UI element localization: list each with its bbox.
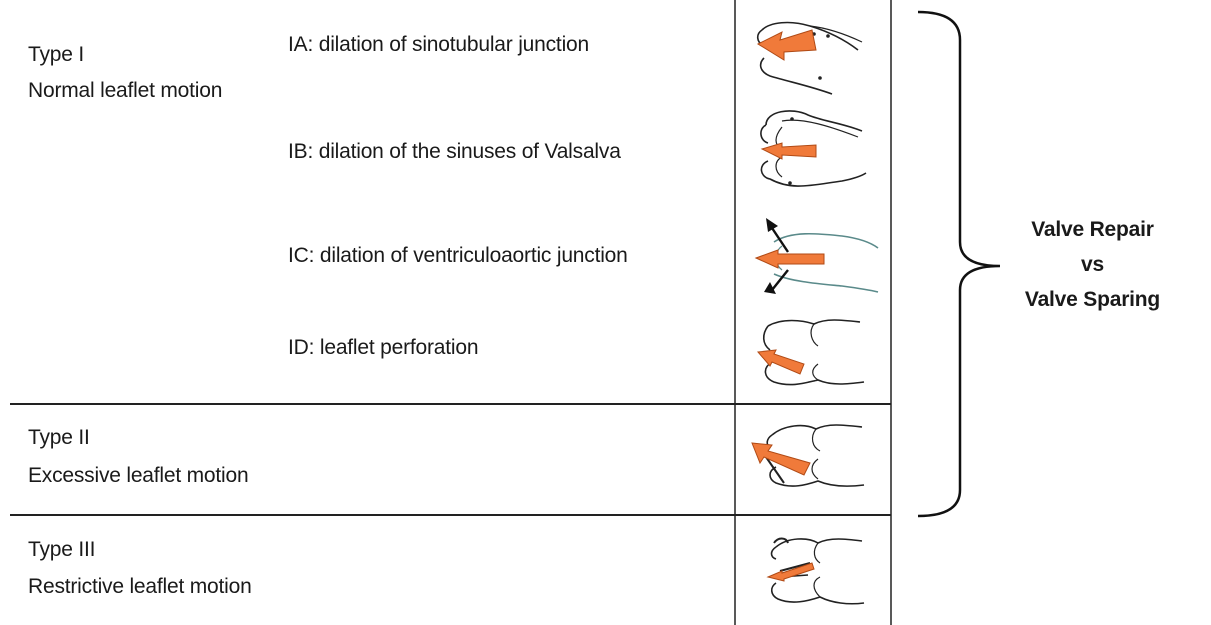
- ventriculoaortic-junction-diagram-icon: [752, 212, 882, 307]
- excessive-leaflet-motion-diagram-icon: [748, 415, 873, 500]
- bracket-label-line2: vs: [1005, 252, 1180, 278]
- sinotubular-junction-diagram-icon: [750, 12, 870, 102]
- leaflet-perforation-diagram-icon: [752, 312, 872, 397]
- restrictive-leaflet-motion-diagram-icon: [752, 525, 872, 615]
- subtype-id-label: ID: leaflet perforation: [288, 335, 478, 361]
- type2-subtitle: Excessive leaflet motion: [28, 463, 248, 489]
- bracket-label-line1: Valve Repair: [1005, 217, 1180, 243]
- subtype-ib-label: IB: dilation of the sinuses of Valsalva: [288, 139, 621, 165]
- type3-title: Type III: [28, 537, 95, 563]
- type3-subtitle: Restrictive leaflet motion: [28, 574, 252, 600]
- subtype-ia-label: IA: dilation of sinotubular junction: [288, 32, 589, 58]
- type1-title: Type I: [28, 42, 84, 68]
- bracket-label-line3: Valve Sparing: [1005, 287, 1180, 313]
- sinuses-of-valsalva-diagram-icon: [752, 105, 872, 200]
- curly-bracket: [918, 12, 1000, 516]
- type2-title: Type II: [28, 425, 90, 451]
- type1-subtitle: Normal leaflet motion: [28, 78, 222, 104]
- subtype-ic-label: IC: dilation of ventriculoaortic junctio…: [288, 243, 628, 269]
